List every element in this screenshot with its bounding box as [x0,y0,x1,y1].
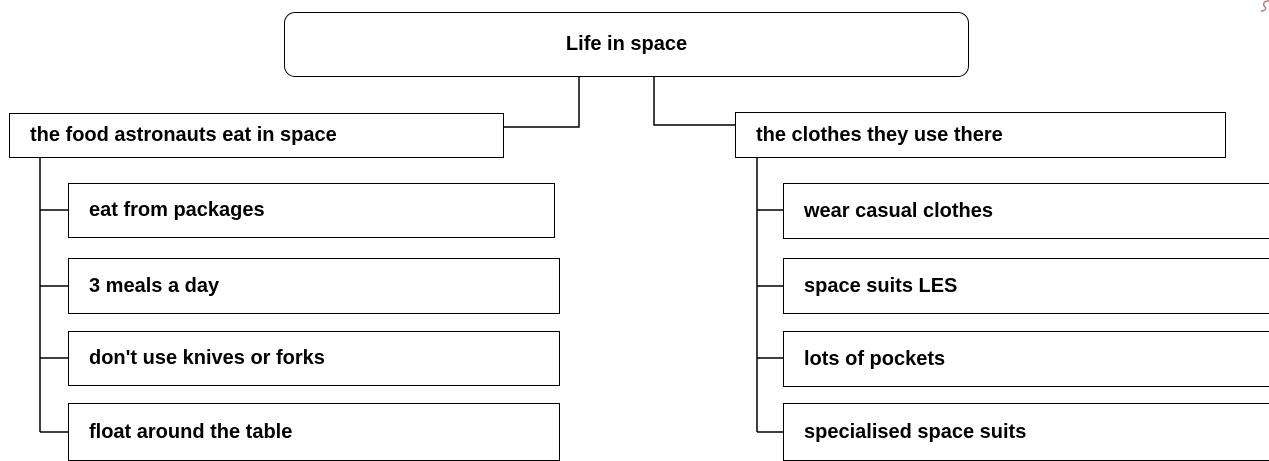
leaf-node-label: wear casual clothes [804,199,993,222]
leaf-node-label: float around the table [89,420,293,443]
leaf-node-clothes-2: space suits LES [783,258,1269,314]
leaf-node-food-3: don't use knives or forks [68,331,560,386]
leaf-node-clothes-4: specialised space suits [783,403,1269,461]
leaf-node-clothes-3: lots of pockets [783,331,1269,387]
branch-node-label: the clothes they use there [756,123,1003,146]
decorative-ornament-icon [1260,0,1269,12]
leaf-node-food-4: float around the table [68,403,560,461]
leaf-node-food-2: 3 meals a day [68,258,560,314]
branch-node-food: the food astronauts eat in space [9,113,504,158]
leaf-node-clothes-1: wear casual clothes [783,183,1269,239]
leaf-node-label: 3 meals a day [89,274,220,297]
leaf-node-label: don't use knives or forks [89,347,325,369]
connector-root-right [653,77,735,126]
leaf-node-label: specialised space suits [804,420,1027,443]
leaf-node-label: lots of pockets [804,347,946,370]
leaf-node-food-1: eat from packages [68,183,555,238]
branch-node-label: the food astronauts eat in space [30,124,337,146]
root-node: Life in space [284,12,969,77]
root-node-label: Life in space [565,33,688,55]
connector-root-left [504,77,580,128]
leaf-node-label: eat from packages [89,199,265,221]
leaf-node-label: space suits LES [804,274,958,297]
branch-node-clothes: the clothes they use there [735,112,1226,158]
